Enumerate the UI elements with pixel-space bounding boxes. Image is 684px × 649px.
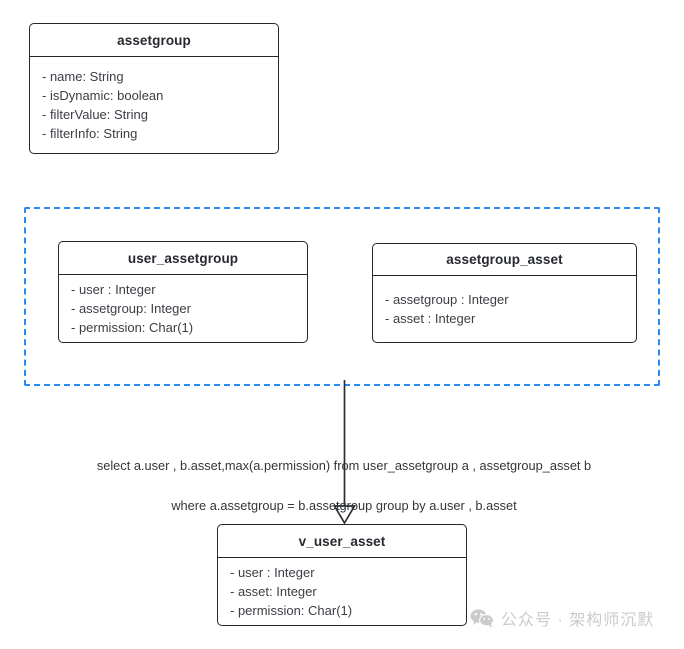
watermark: 公众号 · 架构师沉默 [470,606,654,630]
class-attribute: - isDynamic: boolean [42,88,164,103]
grouping-region-dashed [24,207,660,386]
class-title-v-user-asset: v_user_asset [218,525,466,558]
class-attributes-v-user-asset: - user : Integer - asset: Integer - perm… [218,558,466,625]
class-box-v-user-asset[interactable]: v_user_asset - user : Integer - asset: I… [217,524,467,626]
class-attribute: - assetgroup: Integer [71,301,191,316]
class-attributes-assetgroup: - name: String - isDynamic: boolean - fi… [30,57,278,153]
class-title-assetgroup: assetgroup [30,24,278,57]
watermark-text: 公众号 · 架构师沉默 [501,612,655,629]
class-attribute: - permission: Char(1) [230,603,353,618]
class-attribute: - asset: Integer [230,584,317,599]
class-attribute: - name: String [42,69,124,84]
class-attribute: - filterValue: String [42,107,148,122]
class-box-assetgroup[interactable]: assetgroup - name: String - isDynamic: b… [29,23,279,154]
class-box-user-assetgroup[interactable]: user_assetgroup - user : Integer - asset… [58,241,308,343]
class-attributes-user-assetgroup: - user : Integer - assetgroup: Integer -… [59,275,307,342]
sql-note-line-2: where a.assetgroup = b.assetgroup group … [171,498,517,513]
sql-note: select a.user , b.asset,max(a.permission… [42,436,646,536]
class-attribute: - user : Integer [71,282,156,297]
class-title-user-assetgroup: user_assetgroup [59,242,307,275]
class-attribute: - permission: Char(1) [71,320,194,335]
class-attribute: - user : Integer [230,565,315,580]
class-attribute: - filterInfo: String [42,126,138,141]
class-attribute: - asset : Integer [385,311,476,326]
sql-note-line-1: select a.user , b.asset,max(a.permission… [96,458,592,473]
class-box-assetgroup-asset[interactable]: assetgroup_asset - assetgroup : Integer … [372,243,637,343]
wechat-icon [470,609,494,628]
class-attributes-assetgroup-asset: - assetgroup : Integer - asset : Integer [373,276,636,342]
class-attribute: - assetgroup : Integer [385,292,509,307]
class-title-assetgroup-asset: assetgroup_asset [373,244,636,276]
